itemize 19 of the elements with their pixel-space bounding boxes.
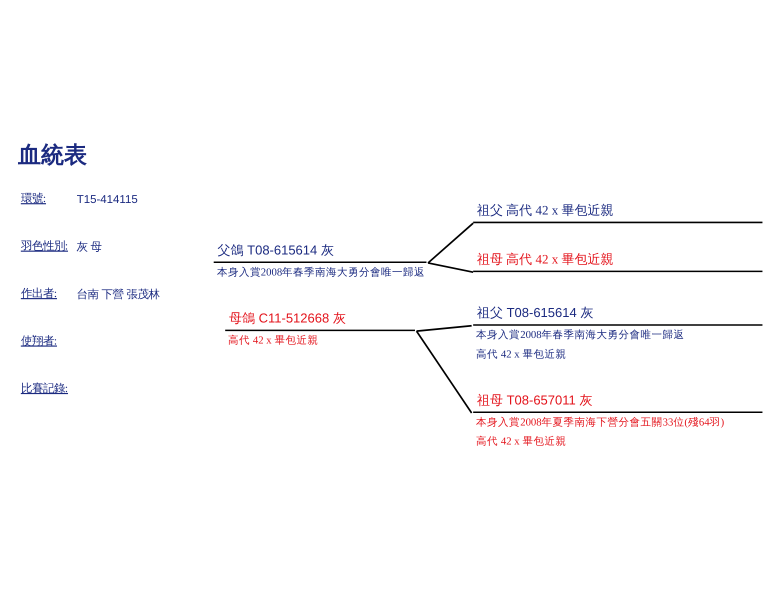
label: 羽色性別: bbox=[20, 240, 68, 253]
label: 台南 下營 張茂林 bbox=[76, 288, 160, 301]
node-text: 母鴿 C11-512668 灰 高代 42 x 畢包近親 bbox=[228, 310, 346, 346]
connector bbox=[428, 262, 474, 273]
connector bbox=[416, 324, 472, 332]
diagram-title: 血統表 bbox=[18, 142, 87, 168]
connector bbox=[416, 330, 472, 414]
label: 使翔者: bbox=[20, 335, 58, 348]
label: 比賽記錄: bbox=[20, 382, 68, 395]
label: T15-414115 bbox=[76, 194, 138, 206]
label: 環號: bbox=[20, 193, 46, 206]
node-text: 父鴿 T08-615614 灰 本身入賞2008年春季南海大勇分會唯一歸返 bbox=[216, 242, 426, 278]
node-text: 祖母 高代 42 x 畢包近親 bbox=[476, 251, 614, 266]
label: 作出者: bbox=[20, 288, 58, 300]
node-text: 祖父 高代 42 x 畢包近親 bbox=[476, 202, 614, 218]
connector bbox=[427, 222, 474, 264]
node-text: 祖父 T08-615614 灰 本身入賞2008年春季南海大勇分會唯一歸返 高代 42 x 畢包近親 bbox=[476, 305, 685, 360]
node-text: 祖母 T08-657011 灰 本身入賞2008年夏季南海下營分會五關33位(殘64羽) 高代 42 x 畢包近親 bbox=[476, 392, 724, 448]
label: 灰 母 bbox=[76, 241, 102, 254]
